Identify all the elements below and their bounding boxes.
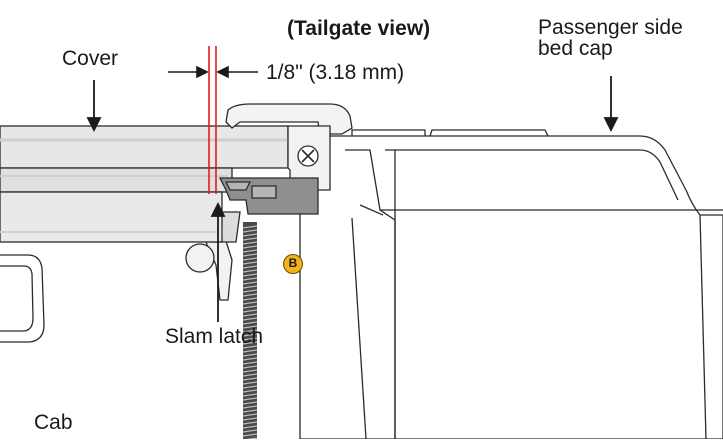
slam-latch-leader-arrow: [210, 201, 226, 322]
passenger-side-label-line2: bed cap: [538, 37, 613, 60]
clamp-threaded-rod: [242, 222, 258, 441]
callout-b-badge: B: [283, 254, 303, 274]
slam-latch-label: Slam latch: [165, 325, 264, 348]
gap-dimension-arrows: [168, 65, 258, 79]
view-title: (Tailgate view): [287, 17, 431, 40]
passenger-side-bed-cap: [299, 129, 723, 440]
bed-cap-leader-arrow: [603, 76, 619, 133]
gap-dimension-label: 1/8" (3.18 mm): [266, 61, 405, 84]
cab-label: Cab: [34, 411, 73, 434]
cover-label: Cover: [62, 47, 119, 70]
clamp-bracket-b: [218, 177, 319, 215]
tonneau-cover: [0, 125, 289, 243]
passenger-side-label-line1: Passenger side: [538, 16, 683, 39]
cover-leader-arrow: [86, 80, 102, 133]
gap-guide-lines: [208, 46, 217, 194]
cab-outline: [0, 254, 45, 343]
leader-arrows: [86, 76, 619, 322]
